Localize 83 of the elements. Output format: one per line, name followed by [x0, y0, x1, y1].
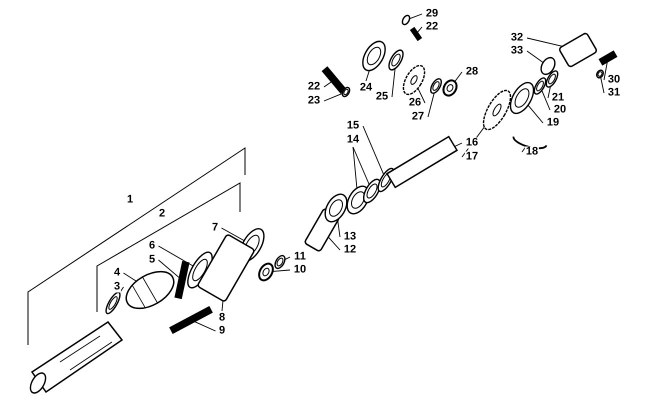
- leader-line: [194, 321, 216, 332]
- leader-line: [454, 142, 462, 147]
- callout-number: 18: [524, 146, 540, 158]
- callout-number: 10: [292, 264, 308, 276]
- callout-number: 7: [210, 222, 220, 234]
- bevel-gear: [482, 90, 512, 130]
- leader-line: [409, 14, 422, 20]
- leader-line: [221, 228, 245, 242]
- leader-line: [352, 146, 358, 189]
- leader-line: [528, 104, 544, 124]
- callout-number: 14: [346, 134, 360, 146]
- callout-number: 28: [464, 66, 480, 78]
- leader-line: [324, 93, 343, 102]
- ring: [362, 40, 386, 72]
- leader-line: [222, 300, 224, 312]
- washer: [540, 56, 556, 76]
- leader-line: [428, 92, 435, 118]
- leader-line: [362, 126, 384, 175]
- leader-line: [272, 270, 290, 272]
- callout-number: 15: [346, 120, 360, 132]
- leader-line: [418, 88, 426, 104]
- ring: [388, 49, 404, 71]
- callout-number: 22: [424, 22, 440, 32]
- callout-number: 25: [374, 92, 390, 102]
- callout-number: 6: [148, 240, 156, 252]
- ring: [510, 82, 534, 114]
- ring: [430, 78, 442, 94]
- leader-line: [123, 272, 137, 282]
- ring: [534, 77, 546, 95]
- callout-number: 30: [606, 74, 622, 86]
- callout-number: 32: [510, 32, 524, 44]
- callout-number: 1: [126, 194, 134, 206]
- leader-line: [526, 38, 563, 47]
- callout-number: 31: [606, 88, 622, 98]
- leader-line: [284, 256, 290, 260]
- leader-line: [158, 260, 180, 278]
- leader-line: [541, 90, 550, 110]
- callout-number: 17: [464, 152, 480, 162]
- callout-number: 33: [510, 46, 524, 56]
- callout-number: 21: [550, 92, 566, 104]
- callout-number: 8: [218, 312, 226, 324]
- washer: [402, 14, 410, 26]
- nut: [258, 262, 274, 282]
- leader-line: [328, 236, 340, 250]
- callout-number: 27: [410, 112, 426, 122]
- leader-line: [392, 68, 396, 98]
- leader-line: [416, 26, 422, 33]
- callout-number: 13: [342, 232, 358, 242]
- ring: [274, 254, 286, 270]
- ring: [324, 194, 348, 222]
- ring: [105, 292, 121, 314]
- leader-line: [548, 86, 551, 98]
- leader-line: [158, 246, 194, 266]
- callout-number: 16: [464, 138, 480, 148]
- callout-number: 20: [552, 104, 568, 116]
- leader-line: [600, 76, 604, 94]
- callout-number: 29: [424, 8, 440, 20]
- leader-line: [352, 146, 370, 185]
- callout-number: 26: [408, 98, 422, 108]
- bolt: [410, 26, 422, 42]
- leader-line: [324, 81, 332, 88]
- nut: [442, 79, 458, 97]
- callout-number: 19: [546, 118, 560, 128]
- bevel-gear: [402, 64, 426, 96]
- callout-number: 3: [112, 282, 122, 292]
- callout-number: 23: [306, 96, 322, 106]
- callout-number: 11: [293, 252, 307, 262]
- callout-number: 22: [306, 82, 322, 92]
- callout-number: 24: [358, 82, 374, 94]
- leader-line: [526, 50, 544, 63]
- leader-line: [366, 70, 370, 82]
- callout-number: 4: [112, 268, 122, 278]
- bent-bar: [174, 260, 190, 300]
- callout-number: 12: [342, 244, 358, 256]
- callout-number: 2: [158, 208, 166, 220]
- callout-number: 9: [218, 326, 226, 336]
- leader-line: [604, 61, 608, 80]
- callout-number: 5: [148, 254, 156, 266]
- leader-line: [454, 72, 462, 82]
- ring: [596, 70, 604, 78]
- leader-line: [337, 219, 340, 238]
- ring: [342, 86, 350, 98]
- boot: [126, 270, 174, 310]
